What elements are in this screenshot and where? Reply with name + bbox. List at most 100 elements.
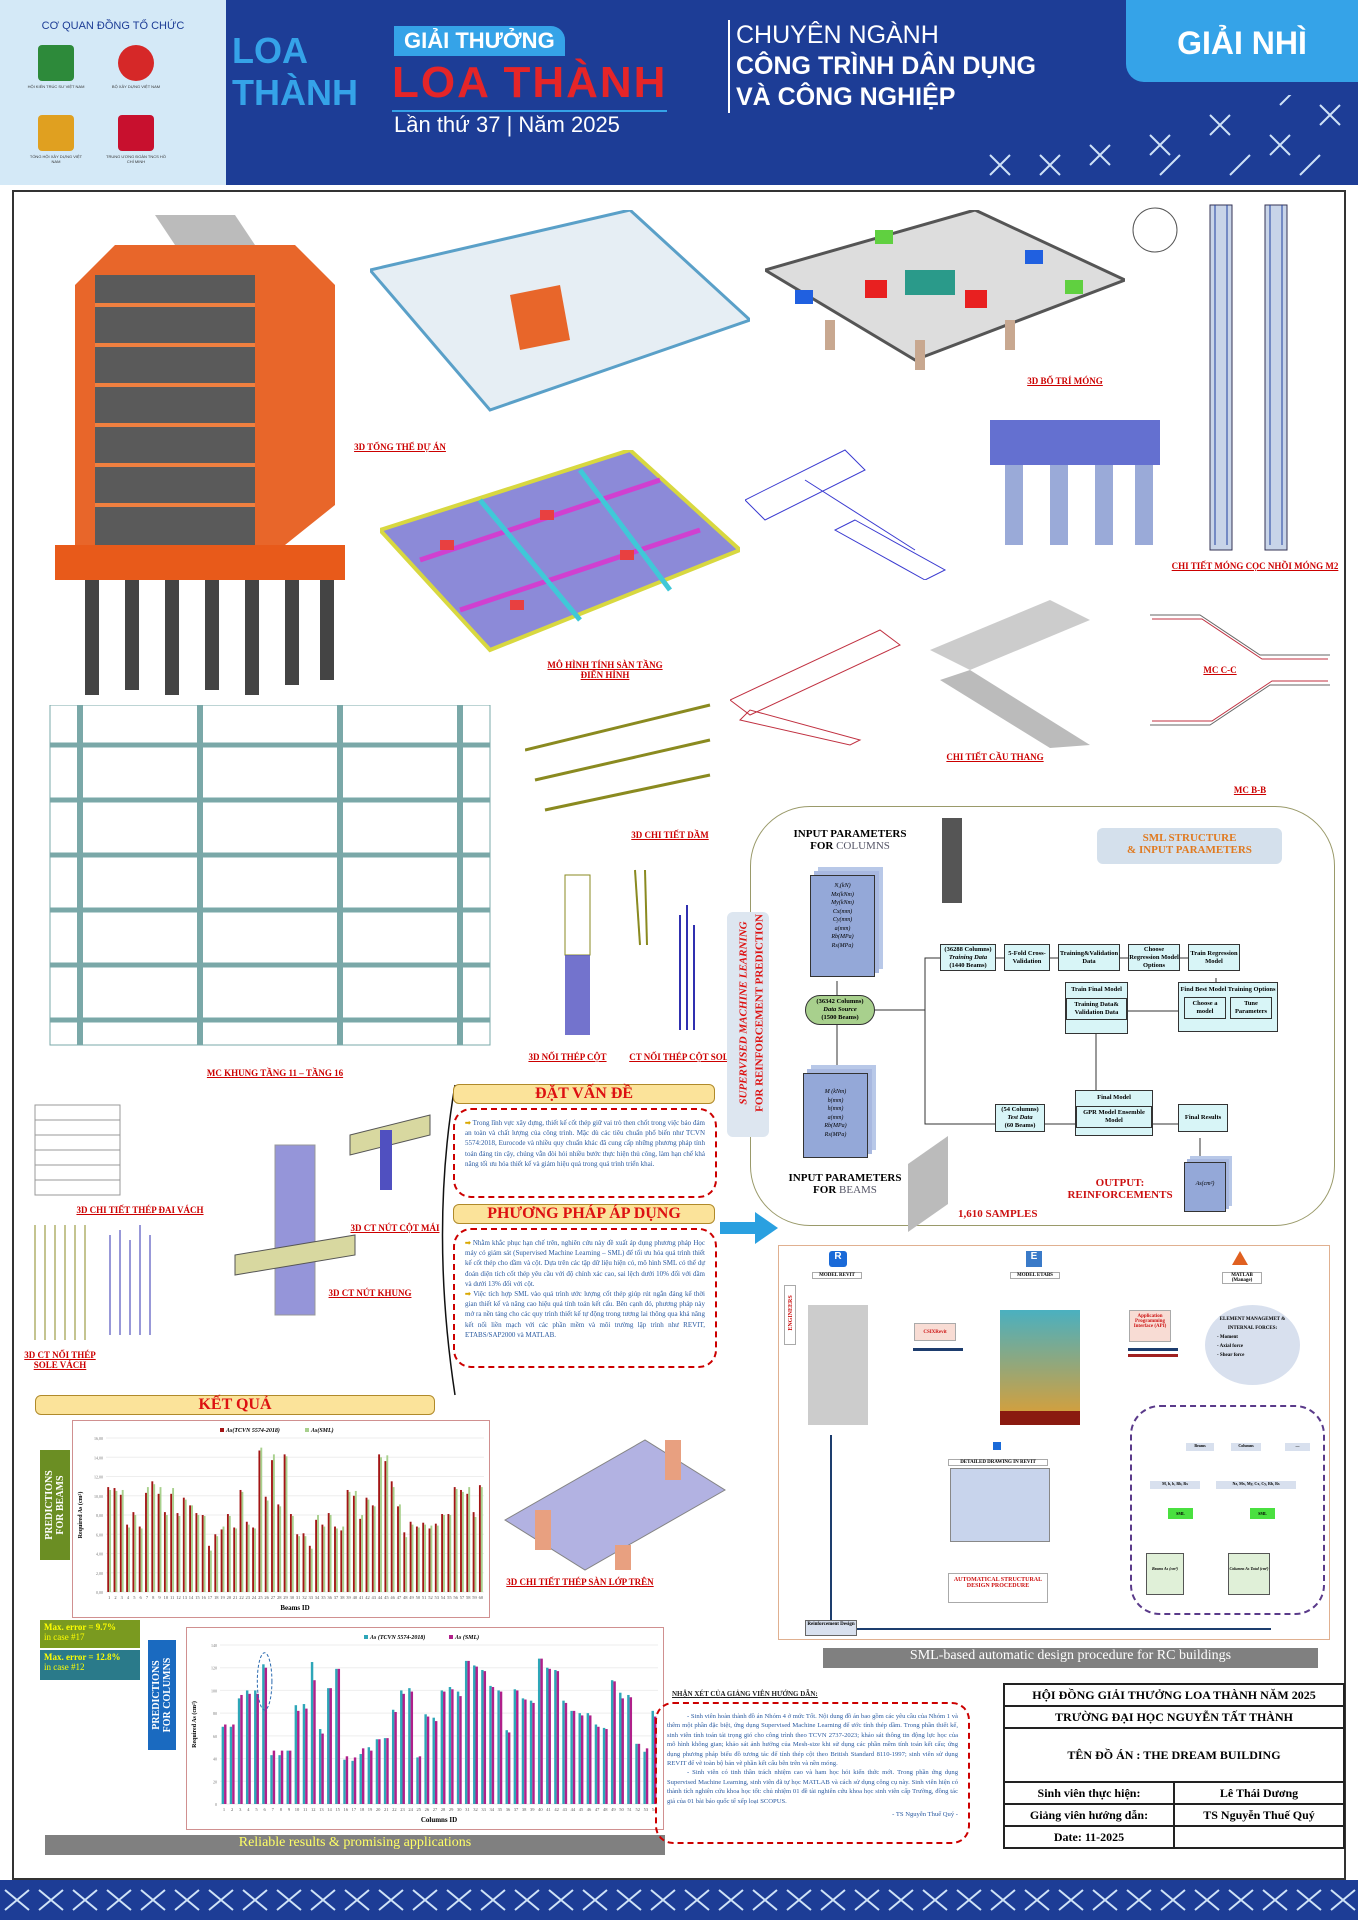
caption-col-splice: 3D NỐI THÉP CỘT <box>528 1052 607 1062</box>
x-tick-label: 38 <box>340 1595 345 1600</box>
bar <box>586 1713 590 1804</box>
sml-process-group <box>1130 1405 1325 1615</box>
matlab-line: MATLAB <box>1231 1273 1253 1278</box>
bar <box>521 1698 525 1804</box>
building-3d-image <box>55 215 345 695</box>
bar <box>176 1513 179 1592</box>
choose-model-node: Choose a model <box>1184 997 1226 1019</box>
column-model-image <box>942 818 962 903</box>
bar <box>224 1724 227 1804</box>
bar <box>189 1505 192 1592</box>
y-tick-label: 120 <box>211 1666 217 1671</box>
x-tick-label: 29 <box>283 1595 288 1600</box>
bar <box>554 1669 557 1804</box>
x-tick-label: 57 <box>460 1595 465 1600</box>
x-tick-label: 14 <box>189 1595 194 1600</box>
x-tick-label: 26 <box>425 1807 430 1812</box>
sml-node: SML <box>1250 1508 1275 1519</box>
caption-line: ĐIỂN HÌNH <box>580 670 630 680</box>
output-label: OUTPUT:REINFORCEMENTS <box>1064 1177 1176 1201</box>
bar <box>449 1515 452 1592</box>
pile-detail-image <box>1132 204 1288 551</box>
beam-detail-image <box>525 703 711 812</box>
bar <box>228 1515 231 1592</box>
title-line: INPUT PARAMETERS <box>793 828 907 840</box>
x-tick-label: 53 <box>435 1595 440 1600</box>
bar <box>540 1658 543 1804</box>
bar <box>128 1527 130 1592</box>
loa-thanh-logo: LOA THÀNH <box>232 30 358 113</box>
x-tick-label: 54 <box>652 1807 657 1812</box>
bar <box>386 1455 389 1592</box>
arrow-icon: ➡ <box>465 1290 474 1299</box>
bar <box>119 1494 122 1592</box>
bar <box>570 1710 573 1804</box>
x-tick-label: 16 <box>201 1595 206 1600</box>
reinforcement-design-node: Reinforcement Design <box>805 1620 857 1636</box>
bar <box>247 1524 250 1592</box>
x-tick-label: 48 <box>403 1595 408 1600</box>
bar <box>203 1515 206 1592</box>
x-tick-label: 36 <box>327 1595 332 1600</box>
vertical-line-1: SUPERVISED MACHINE LEARNING <box>737 921 750 1105</box>
col-param-node: Nz, Mx, My, Cx, Cy, Rb, Rs <box>1216 1481 1296 1489</box>
x-tick-label: 16 <box>343 1807 348 1812</box>
column-param: a(mm) <box>834 925 851 932</box>
bar <box>271 1460 273 1592</box>
method-heading: PHƯƠNG PHÁP ÁP DỤNG <box>453 1204 715 1224</box>
foundation-3d-image <box>765 210 1125 370</box>
bar <box>367 1747 371 1804</box>
x-tick-label: 45 <box>579 1807 584 1812</box>
x-tick-label: 11 <box>170 1595 174 1600</box>
bar <box>556 1671 560 1804</box>
columns-node: Columns <box>1231 1443 1261 1451</box>
revit-icon <box>993 1442 1001 1450</box>
bar <box>480 1487 483 1592</box>
empty-cell <box>1173 1825 1345 1849</box>
caption-line: 3D CT NỐI THÉP <box>24 1350 96 1360</box>
x-tick-label: 52 <box>635 1807 640 1812</box>
x-tick-label: 59 <box>472 1595 477 1600</box>
revit-icon: R <box>829 1251 847 1267</box>
major-line: CHUYÊN NGÀNH <box>736 21 939 49</box>
caption-col-sole: CT NỐI THÉP CỘT SOLE <box>629 1052 735 1062</box>
bar <box>126 1524 129 1592</box>
x-tick-label: 49 <box>409 1595 414 1600</box>
x-tick-label: 20 <box>227 1595 232 1600</box>
bar <box>405 1537 408 1592</box>
caption-overall: 3D TỔNG THỂ DỰ ÁN <box>354 442 446 452</box>
label-line: FOR COLUMNS <box>162 1657 173 1733</box>
column-splice-image <box>564 869 695 1035</box>
bar <box>340 1530 343 1592</box>
x-tick-label: 39 <box>530 1807 535 1812</box>
x-tick-label: 2 <box>114 1595 116 1600</box>
bar <box>546 1667 549 1804</box>
bar <box>499 1691 503 1804</box>
organizers-label: CƠ QUAN ĐỒNG TỔ CHỨC <box>41 20 185 32</box>
bar <box>390 1481 393 1592</box>
bar <box>345 1756 349 1804</box>
emblem-icon <box>118 45 154 81</box>
bar <box>507 1732 511 1804</box>
bar <box>548 1668 551 1804</box>
y-tick-label: 4,00 <box>96 1552 103 1558</box>
bar <box>294 1705 298 1804</box>
caption-mc-cc: MC C-C <box>1203 665 1237 675</box>
kts-logo-icon <box>38 45 74 81</box>
advisor-label: Giảng viên hướng dẫn: <box>1003 1803 1175 1827</box>
tong-hoi-logo-icon <box>38 115 74 151</box>
bar <box>532 1702 535 1804</box>
force-item: - Shear force <box>1217 1353 1245 1358</box>
arrow-line <box>913 1348 963 1351</box>
bar <box>348 1491 351 1592</box>
caption-stairs: CHI TIẾT CẦU THANG <box>946 752 1044 762</box>
bar <box>329 1688 332 1804</box>
bar <box>466 1493 469 1592</box>
node-line: (60 Beams) <box>1004 1122 1036 1129</box>
x-tick-label: 48 <box>603 1807 608 1812</box>
node-line: Training Data <box>948 953 988 961</box>
bar <box>270 1755 273 1804</box>
bar <box>172 1488 175 1592</box>
